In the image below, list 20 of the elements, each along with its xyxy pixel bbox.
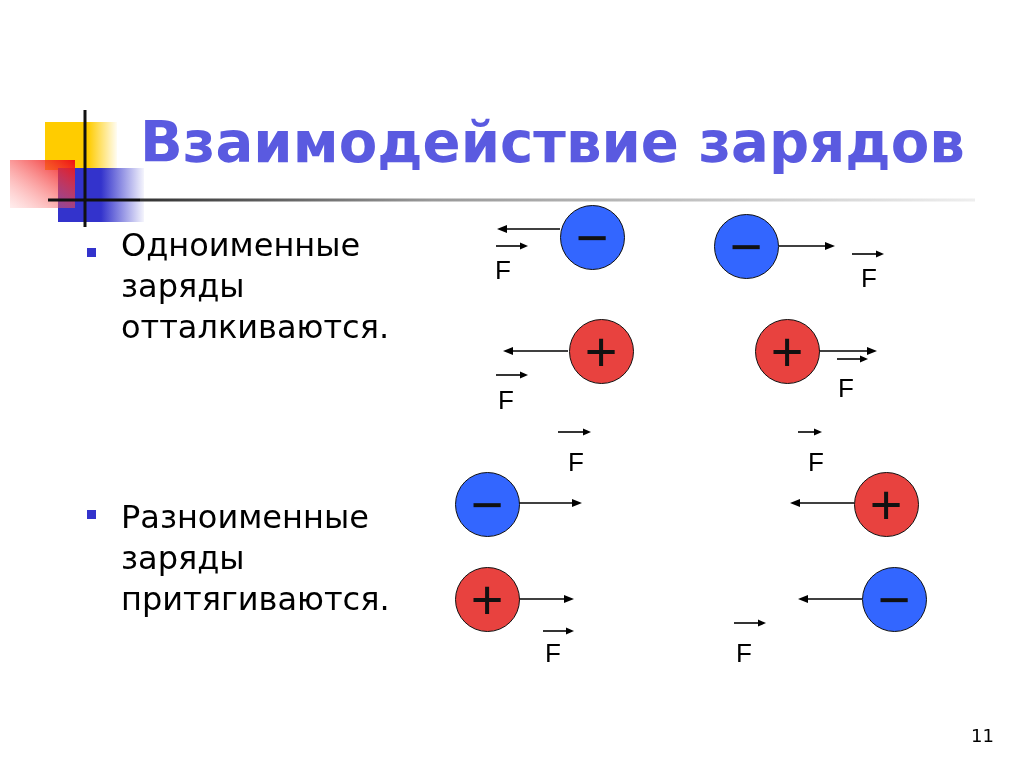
charge-sign: − xyxy=(877,582,911,616)
force-label: F xyxy=(736,640,752,666)
charge-sign: − xyxy=(729,229,763,263)
bullet-text: Разноименные заряды притягиваются. xyxy=(121,497,391,620)
charge-sign: − xyxy=(575,220,609,254)
force-label: F xyxy=(808,449,824,475)
bullet-text: Одноименные заряды отталкиваются. xyxy=(121,225,391,348)
charge-sign: − xyxy=(470,487,504,521)
charge-sign: + xyxy=(770,334,804,368)
force-label: F xyxy=(568,449,584,475)
charge-sign: + xyxy=(584,334,618,368)
force-label: F xyxy=(495,257,511,283)
force-label: F xyxy=(545,640,561,666)
page-number: 11 xyxy=(971,727,994,745)
slide-title: Взаимодействие зарядов xyxy=(140,115,965,172)
force-label: F xyxy=(838,375,854,401)
force-label: F xyxy=(498,387,514,413)
charge-sign: + xyxy=(470,582,504,616)
force-label: F xyxy=(861,265,877,291)
charge-sign: + xyxy=(869,487,903,521)
